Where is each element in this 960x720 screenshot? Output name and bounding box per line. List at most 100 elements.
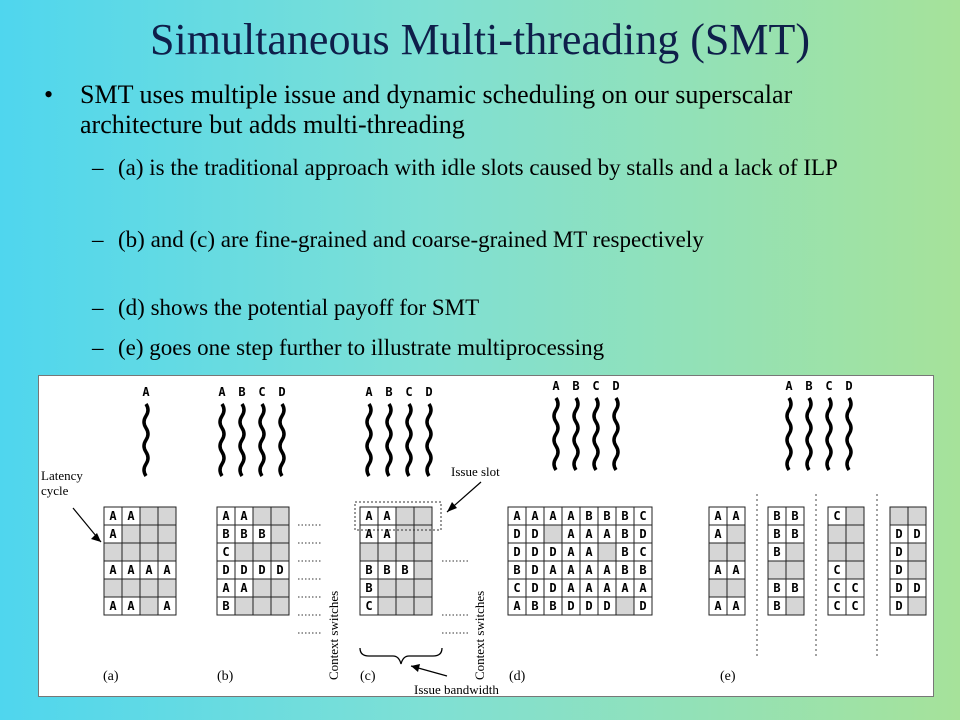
issue-slot-cell bbox=[252, 596, 272, 616]
issue-slot-cell bbox=[845, 596, 865, 616]
slot-thread-c: C bbox=[851, 599, 858, 613]
issue-bandwidth-arrowhead bbox=[411, 664, 420, 672]
issue-slot-cell bbox=[157, 524, 177, 544]
issue-slot-cell bbox=[726, 524, 746, 544]
bullet-text: SMT uses multiple issue and dynamic sche… bbox=[80, 80, 793, 139]
slot-thread-a: A bbox=[732, 599, 740, 613]
slot-thread-b: B bbox=[791, 581, 798, 595]
issue-slot-cell bbox=[395, 524, 415, 544]
issue-slot-cell bbox=[252, 578, 272, 598]
slot-thread-c: C bbox=[833, 581, 840, 595]
slot-thread-b: B bbox=[240, 527, 247, 541]
issue-slot-cell bbox=[395, 596, 415, 616]
slot-thread-a: A bbox=[714, 509, 722, 523]
slot-thread-a: A bbox=[585, 581, 593, 595]
issue-slot-cell bbox=[157, 506, 177, 526]
sub-bullet-marker: – bbox=[92, 335, 104, 360]
thread-line-d bbox=[278, 403, 286, 477]
slot-thread-a: A bbox=[145, 563, 153, 577]
sub-bullet-text: (b) and (c) are fine-grained and coarse-… bbox=[118, 227, 704, 252]
slot-thread-b: B bbox=[791, 527, 798, 541]
sub-bullet-marker: – bbox=[92, 295, 104, 320]
slot-thread-b: B bbox=[401, 563, 408, 577]
issue-slot-cell bbox=[139, 578, 159, 598]
issue-slot-label: Issue slot bbox=[451, 464, 500, 479]
issue-slot-cell bbox=[413, 506, 433, 526]
issue-slot-cell bbox=[395, 506, 415, 526]
slot-thread-c: C bbox=[639, 509, 646, 523]
slot-thread-d: D bbox=[276, 563, 283, 577]
thread-line-d bbox=[612, 397, 620, 471]
slot-thread-b: B bbox=[773, 527, 780, 541]
slot-thread-b: B bbox=[365, 581, 372, 595]
slot-thread-b: B bbox=[383, 563, 390, 577]
slot-thread-c: C bbox=[851, 581, 858, 595]
issue-slot-cell bbox=[103, 542, 123, 562]
slot-thread-d: D bbox=[639, 599, 646, 613]
slot-thread-b: B bbox=[773, 509, 780, 523]
issue-slot-cell bbox=[845, 506, 865, 526]
slot-thread-b: B bbox=[621, 563, 628, 577]
slot-thread-d: D bbox=[531, 545, 538, 559]
slot-thread-a: A bbox=[383, 509, 391, 523]
issue-slot-cell bbox=[139, 542, 159, 562]
issue-slot-cell bbox=[827, 542, 847, 562]
slot-thread-a: A bbox=[567, 509, 575, 523]
thread-label-c: C bbox=[825, 379, 832, 393]
context-switch-markers bbox=[298, 494, 878, 656]
sub-bullet-text: (a) is the traditional approach with idl… bbox=[118, 155, 838, 180]
slot-thread-d: D bbox=[531, 563, 538, 577]
issue-slot-cell bbox=[413, 596, 433, 616]
issue-slot-cell bbox=[845, 560, 865, 580]
slot-thread-b: B bbox=[773, 545, 780, 559]
slot-thread-a: A bbox=[567, 563, 575, 577]
slot-thread-d: D bbox=[513, 527, 520, 541]
slot-thread-a: A bbox=[714, 599, 722, 613]
slot-thread-c: C bbox=[639, 545, 646, 559]
issue-slot-cell bbox=[234, 542, 254, 562]
slot-thread-a: A bbox=[163, 563, 171, 577]
issue-slot-cell bbox=[157, 578, 177, 598]
slot-thread-d: D bbox=[240, 563, 247, 577]
thread-line-b bbox=[238, 403, 246, 477]
context-switches-label-c: Context switches bbox=[472, 591, 487, 680]
slot-thread-d: D bbox=[258, 563, 265, 577]
thread-line-d bbox=[425, 403, 433, 477]
slot-thread-a: A bbox=[127, 509, 135, 523]
issue-slot-cell bbox=[413, 560, 433, 580]
slot-thread-d: D bbox=[567, 599, 574, 613]
latency-cycle-arrowhead bbox=[91, 533, 101, 542]
slot-thread-d: D bbox=[639, 527, 646, 541]
slot-thread-a: A bbox=[549, 509, 557, 523]
slot-thread-a: A bbox=[163, 599, 171, 613]
issue-slot-cell bbox=[377, 596, 397, 616]
issue-slot-cell bbox=[139, 524, 159, 544]
issue-slot-cell bbox=[785, 596, 805, 616]
issue-slot-cell bbox=[395, 542, 415, 562]
thread-label-d: D bbox=[845, 379, 852, 393]
slot-thread-a: A bbox=[567, 581, 575, 595]
issue-slot-cell bbox=[413, 578, 433, 598]
slot-thread-c: C bbox=[833, 599, 840, 613]
bullet-marker: • bbox=[44, 80, 54, 109]
slot-thread-a: A bbox=[621, 581, 629, 595]
slot-thread-a: A bbox=[567, 545, 575, 559]
issue-slot-cell bbox=[413, 542, 433, 562]
panel-caption-b: (b) bbox=[217, 669, 234, 684]
sub-bullet-marker: – bbox=[92, 227, 104, 252]
thread-line-a bbox=[552, 397, 560, 471]
panel-captions: (a)(b)(c)(d)(e) bbox=[103, 669, 736, 684]
issue-slot-cell bbox=[633, 596, 653, 616]
issue-slot-cell bbox=[785, 542, 805, 562]
slot-thread-d: D bbox=[531, 581, 538, 595]
slot-thread-a: A bbox=[513, 509, 521, 523]
panel-caption-a: (a) bbox=[103, 669, 119, 684]
issue-slot-cell bbox=[907, 542, 927, 562]
slot-thread-a: A bbox=[531, 509, 539, 523]
thread-line-b bbox=[572, 397, 580, 471]
issue-slot-cell bbox=[270, 524, 290, 544]
slot-thread-b: B bbox=[773, 581, 780, 595]
thread-label-b: B bbox=[385, 385, 392, 399]
slot-thread-b: B bbox=[549, 599, 556, 613]
